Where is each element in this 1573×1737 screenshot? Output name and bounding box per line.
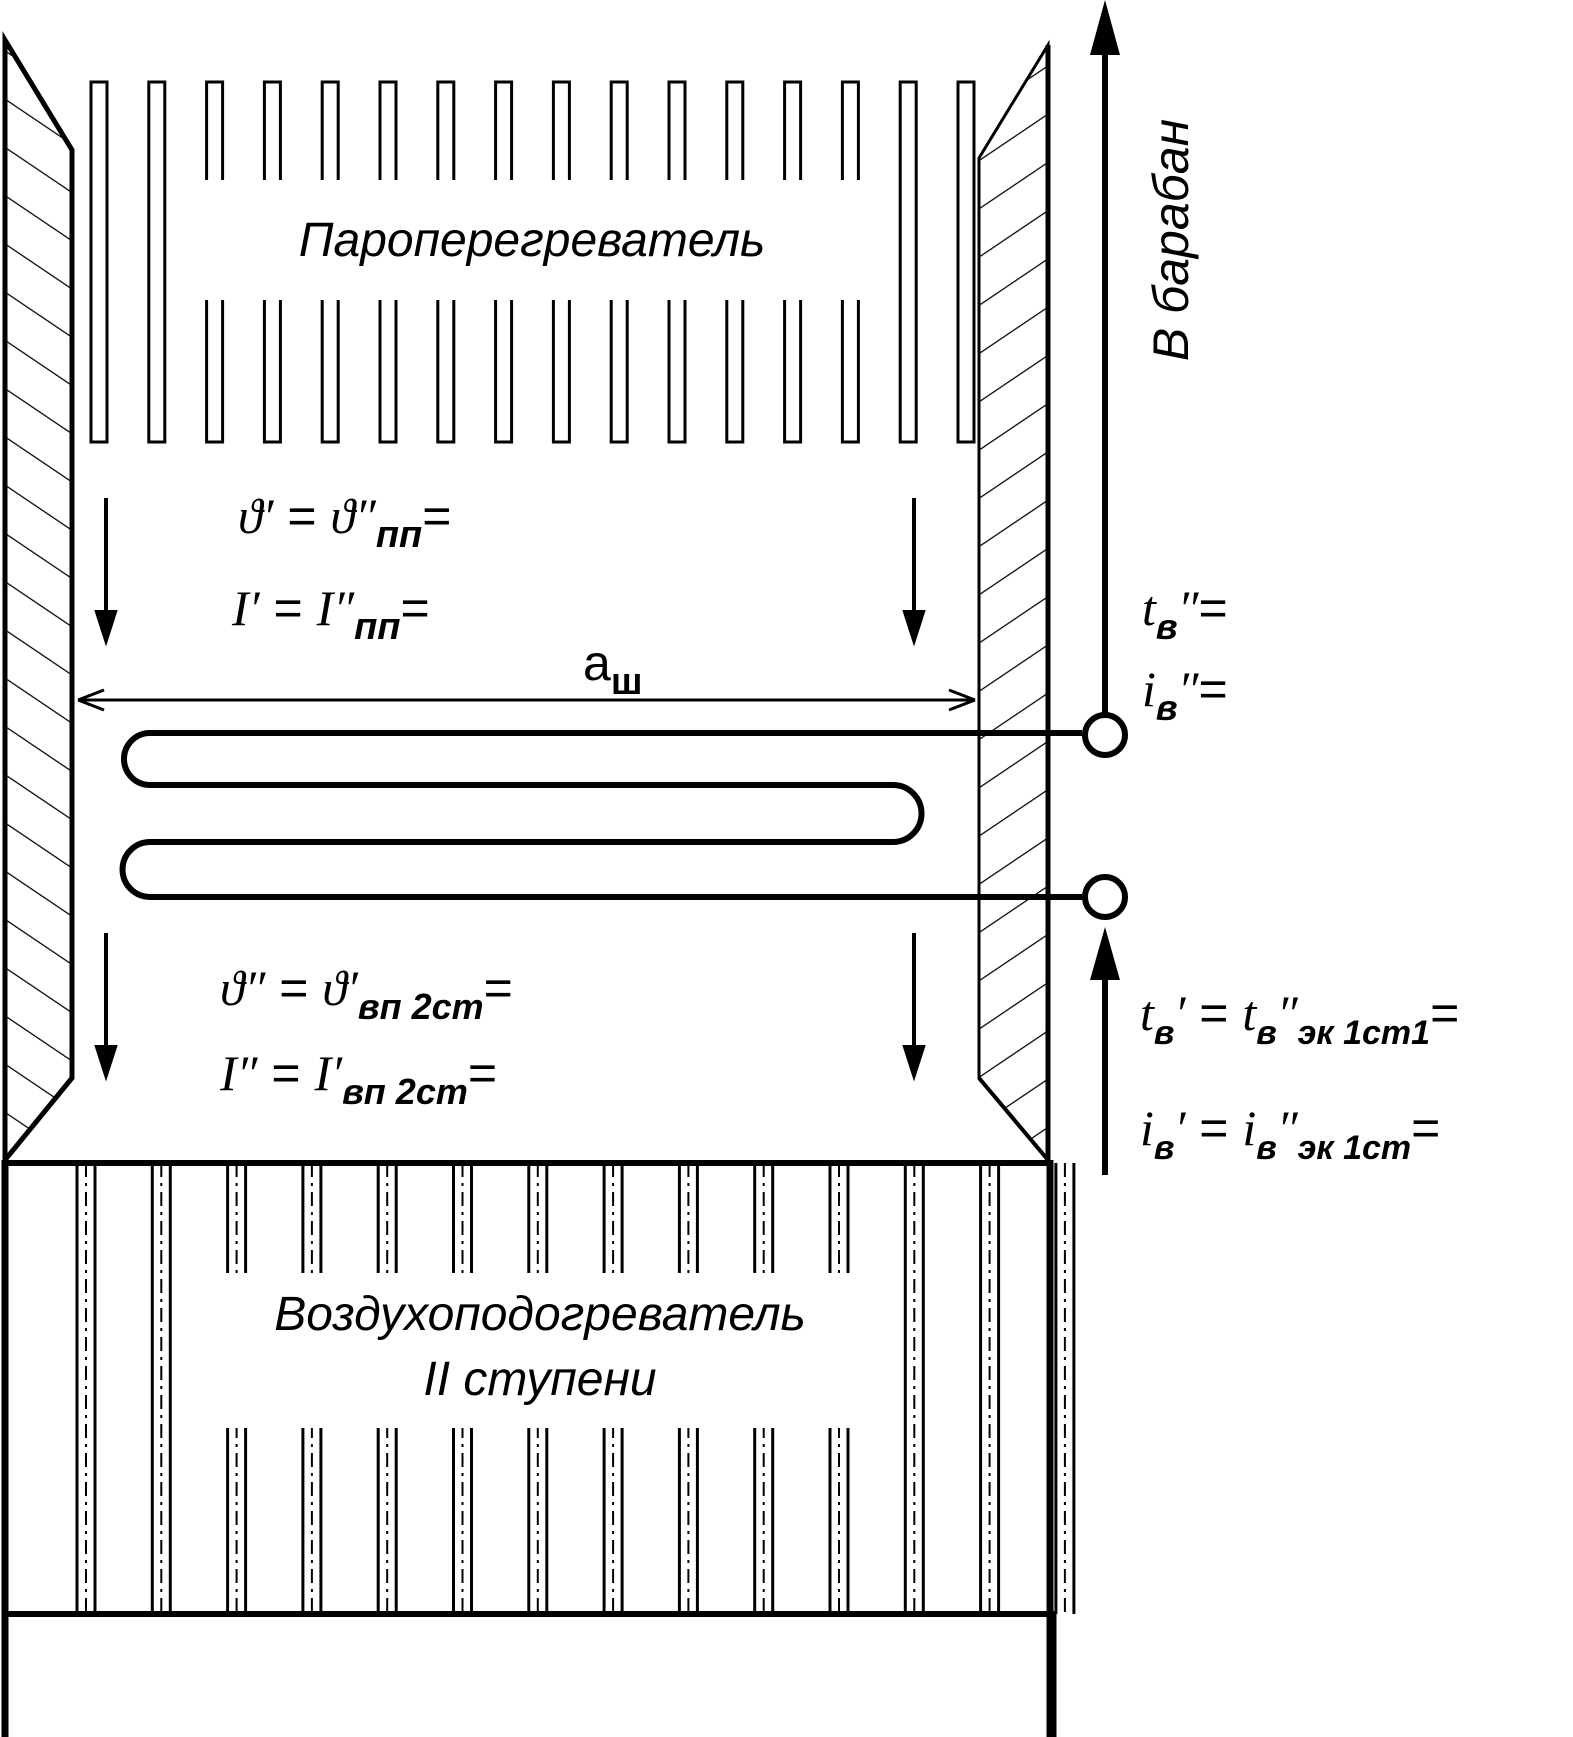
left-wall (2, 31, 75, 1168)
flue-gas-arrows (94, 498, 926, 1082)
superheater-tube (956, 80, 976, 444)
air-heater-tube (75, 1163, 97, 1614)
to-drum-label: В барабан (1143, 119, 1199, 361)
air-heater-tube (150, 1163, 172, 1614)
superheater-tube (147, 80, 167, 444)
air-heater-tube (979, 1163, 1001, 1614)
formula-i-out: I″ = I′вп 2ст= (219, 1045, 497, 1112)
air-heater-tube (1054, 1163, 1076, 1614)
superheater-label: Пароперегреватель (299, 214, 766, 267)
superheater-tube (898, 80, 918, 444)
air-heater-label-line1: Воздухоподогреватель (274, 1288, 806, 1341)
economizer-coil (119, 712, 1128, 920)
right-wall (977, 39, 1051, 1165)
feed-water-arrow (1090, 927, 1120, 1175)
formula-i-water-out: iв″= (1142, 661, 1228, 728)
width-dimension: aш (77, 635, 976, 712)
air-heater (1, 1160, 1076, 1737)
air-heater-label-line2: II ступени (423, 1353, 656, 1406)
formula-t-water-in: tв′ = tв″эк 1ст1= (1140, 985, 1459, 1052)
formula-t-water-out: tв″= (1142, 580, 1228, 647)
formula-theta-in: ϑ′ = ϑ″пп= (238, 488, 451, 556)
left-funnel-line (3, 1076, 74, 1162)
formula-i-in: I′ = I″пп= (231, 580, 430, 648)
formula-i-water-in: iв′ = iв″эк 1ст= (1140, 1100, 1440, 1167)
air-heater-tube (903, 1163, 925, 1614)
right-funnel-line (977, 1076, 1050, 1162)
formula-theta-out: ϑ″ = ϑ′вп 2ст= (220, 960, 513, 1027)
air-heater-label-bg (215, 1273, 865, 1428)
superheater-label-bg (200, 180, 875, 300)
svg-text:aш: aш (583, 635, 643, 703)
superheater-tube (89, 80, 109, 444)
to-drum-arrow (1090, 0, 1120, 715)
width-label: a (583, 635, 611, 691)
